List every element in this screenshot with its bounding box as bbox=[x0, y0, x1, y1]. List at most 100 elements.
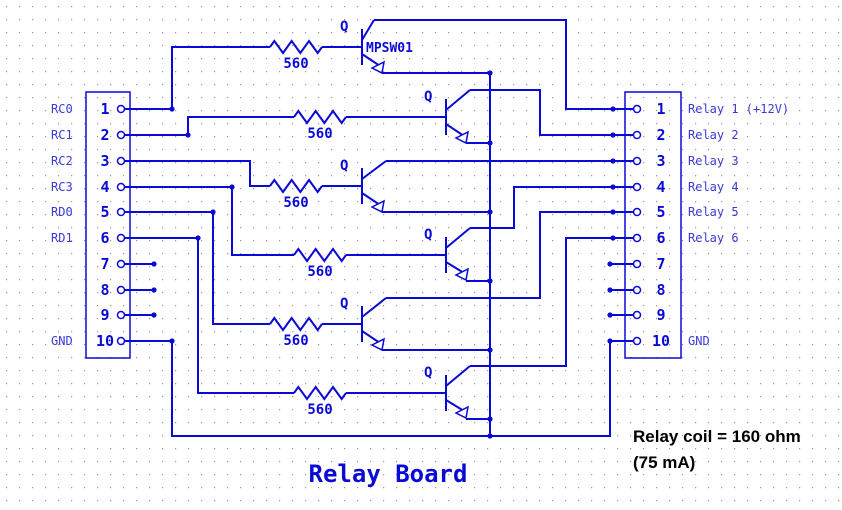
right-pin-circle bbox=[632, 104, 642, 114]
collector-wire-5 bbox=[386, 211, 633, 299]
resistor-560 bbox=[293, 385, 347, 401]
transistor-collector bbox=[361, 297, 387, 318]
emitter-arrow bbox=[454, 267, 470, 282]
collector-wire-1 bbox=[374, 19, 633, 110]
right-pin-number: 5 bbox=[656, 203, 665, 221]
transistor-emitter bbox=[445, 261, 465, 274]
input-wire-5 bbox=[125, 211, 270, 325]
junction-dot bbox=[487, 347, 493, 353]
emitter-arrow bbox=[370, 199, 386, 214]
right-pin-circle bbox=[632, 233, 642, 243]
resistor-value: 560 bbox=[307, 126, 332, 142]
left-pin-number: 10 bbox=[96, 332, 114, 350]
right-relay-label: Relay 4 bbox=[688, 180, 739, 194]
junction-dot bbox=[610, 184, 616, 190]
transistor-designator: Q bbox=[340, 158, 348, 174]
resistor-value: 560 bbox=[307, 264, 332, 280]
left-signal-label: RC3 bbox=[51, 180, 73, 194]
transistor-collector bbox=[445, 227, 471, 249]
right-pin-number: 8 bbox=[656, 281, 665, 299]
resistor-560 bbox=[293, 247, 347, 263]
right-pin-number: 7 bbox=[656, 255, 665, 273]
right-relay-label: Relay 3 bbox=[688, 154, 739, 168]
connectors bbox=[85, 91, 682, 359]
resistor-560 bbox=[269, 39, 323, 55]
resistor-value: 560 bbox=[283, 333, 308, 349]
junction-dot bbox=[487, 278, 493, 284]
grid-dots bbox=[6, 6, 840, 502]
junction-dot bbox=[229, 184, 235, 190]
left-pin-circle bbox=[116, 285, 126, 295]
junction-dot bbox=[610, 235, 616, 241]
junction-dot bbox=[607, 312, 613, 318]
resistor-value: 560 bbox=[307, 402, 332, 418]
resistor-560 bbox=[293, 109, 347, 125]
input-wire-2 bbox=[125, 116, 294, 136]
right-relay-label: Relay 6 bbox=[688, 231, 739, 245]
input-wire-6 bbox=[125, 237, 294, 394]
left-signal-label: GND bbox=[51, 334, 73, 348]
transistor-designator: Q bbox=[424, 365, 432, 381]
left-pin-number: 6 bbox=[100, 229, 109, 247]
right-connector-body bbox=[624, 91, 682, 359]
left-pin-number: 4 bbox=[100, 178, 109, 196]
right-pin-circle bbox=[632, 285, 642, 295]
collector-wire-4 bbox=[470, 186, 633, 229]
left-signal-label: RC1 bbox=[51, 128, 73, 142]
left-pin-number: 9 bbox=[100, 306, 109, 324]
left-pin-circle bbox=[116, 207, 126, 217]
input-wire-4 bbox=[125, 186, 294, 256]
resistor-value: 560 bbox=[283, 56, 308, 72]
right-pin-circle bbox=[632, 336, 642, 346]
junction-dot bbox=[185, 132, 191, 138]
resistor-560 bbox=[269, 316, 323, 332]
components bbox=[269, 19, 471, 420]
left-signal-label: RC0 bbox=[51, 102, 73, 116]
left-pin-number: 5 bbox=[100, 203, 109, 221]
left-pin-number: 3 bbox=[100, 152, 109, 170]
transistor-collector bbox=[445, 89, 471, 111]
transistor-emitter bbox=[445, 123, 465, 137]
left-pin-circle bbox=[116, 336, 126, 346]
left-signal-label: RD0 bbox=[51, 205, 73, 219]
coil-note: Relay coil = 160 ohm (75 mA) bbox=[633, 424, 801, 476]
junction-dot bbox=[195, 235, 201, 241]
junction-dot bbox=[210, 209, 216, 215]
transistor-designator: Q bbox=[424, 227, 432, 243]
transistor-designator: Q bbox=[340, 296, 348, 312]
left-pin-circle bbox=[116, 259, 126, 269]
junction-dot bbox=[607, 338, 613, 344]
left-pin-number: 8 bbox=[100, 281, 109, 299]
left-pin-circle bbox=[116, 182, 126, 192]
left-pin-number: 1 bbox=[100, 100, 109, 118]
right-pin-circle bbox=[632, 182, 642, 192]
junction-dot bbox=[151, 287, 157, 293]
right-pin-number: 4 bbox=[656, 178, 665, 196]
left-pin-circle bbox=[116, 130, 126, 140]
transistor-collector bbox=[361, 19, 375, 41]
right-pin-number: 10 bbox=[652, 332, 670, 350]
left-signal-label: RC2 bbox=[51, 154, 73, 168]
junction-dot bbox=[487, 416, 493, 422]
collector-wire-6 bbox=[470, 237, 633, 367]
junction-dot bbox=[151, 261, 157, 267]
junction-dot bbox=[610, 158, 616, 164]
coil-note-line-1: Relay coil = 160 ohm bbox=[633, 427, 801, 446]
junction-dot bbox=[151, 312, 157, 318]
transistor-part-number: MPSW01 bbox=[366, 41, 413, 56]
junction-dot bbox=[607, 287, 613, 293]
transistor-emitter bbox=[361, 53, 381, 67]
dot-grid bbox=[6, 6, 840, 502]
wiring bbox=[125, 19, 633, 439]
board-title: Relay Board bbox=[309, 460, 468, 488]
junction-dot bbox=[487, 209, 493, 215]
right-pin-circle bbox=[632, 310, 642, 320]
junction-dot bbox=[607, 261, 613, 267]
right-relay-label: Relay 5 bbox=[688, 205, 739, 219]
right-pin-circle bbox=[632, 156, 642, 166]
right-pin-number: 9 bbox=[656, 306, 665, 324]
emitter-arrow bbox=[370, 60, 386, 75]
coil-note-line-2: (75 mA) bbox=[633, 453, 696, 472]
